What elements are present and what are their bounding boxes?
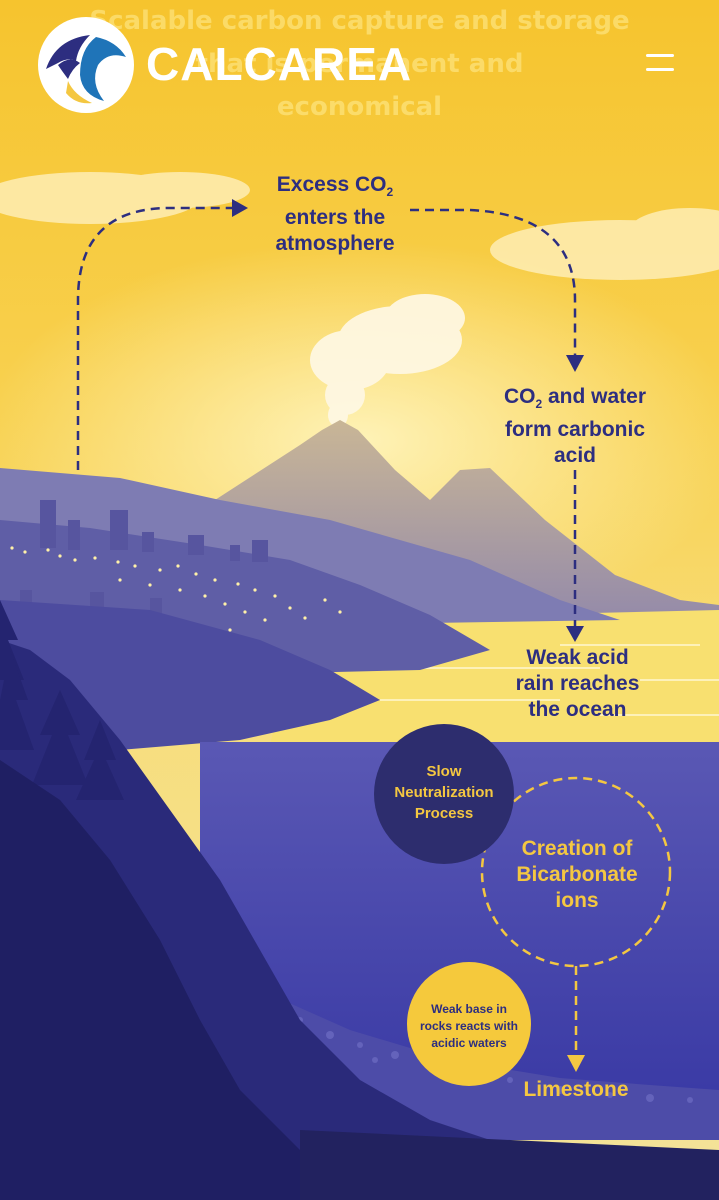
hero-text-line-1: Scalable carbon capture and storage xyxy=(89,6,630,36)
bicarbonate-dashed-circle xyxy=(480,776,672,968)
step-neutralization-line1: Slow xyxy=(426,763,462,780)
step-carbonic-acid-line2: form carbonic xyxy=(504,418,646,442)
bottom-band xyxy=(300,1130,719,1200)
step-bicarbonate: Creation of Bicarbonate ions xyxy=(486,836,668,914)
step-neutralization-line3: Process xyxy=(414,805,474,822)
weak-base-circle xyxy=(407,962,531,1086)
arrowhead-limestone xyxy=(567,1055,585,1072)
step-excess-co2: Excess CO2 enters the atmosphere xyxy=(240,172,430,257)
cycle-arrows xyxy=(76,206,577,630)
step-excess-co2-line1: Excess CO2 xyxy=(276,173,394,200)
brand-name[interactable]: CALCAREA xyxy=(146,38,413,90)
step-excess-co2-line2: enters the xyxy=(284,206,386,230)
step-excess-co2-line3: atmosphere xyxy=(275,232,395,256)
hamburger-menu-icon[interactable] xyxy=(640,48,680,80)
rock-texture xyxy=(297,1017,693,1103)
step-acid-rain-line2: rain reaches xyxy=(515,672,640,695)
volcano-smoke xyxy=(310,294,465,427)
step-bicarbonate-line1: Creation of xyxy=(521,837,633,860)
step-bicarbonate-line3: ions xyxy=(555,889,599,912)
arrowheads-navy xyxy=(232,199,584,642)
step-bicarbonate-line2: Bicarbonate xyxy=(516,863,638,886)
pine-trees xyxy=(0,600,124,800)
step-weak-base-line2: rocks reacts with xyxy=(419,1019,519,1033)
menu-bar-bottom xyxy=(646,68,674,71)
step-acid-rain-line3: the ocean xyxy=(528,698,627,721)
step-neutralization-line2: Neutralization xyxy=(394,784,494,801)
hero-text-line-2: that is permanent and xyxy=(195,49,524,79)
city-lights xyxy=(10,546,342,632)
ocean xyxy=(200,742,719,1100)
arrow-up-left xyxy=(76,206,232,470)
step-carbonic-acid-line1: CO2 and water xyxy=(503,385,647,412)
step-weak-base-line1: Weak base in xyxy=(431,1002,507,1016)
step-carbonic-acid-line3: acid xyxy=(553,444,597,468)
neutralization-circle xyxy=(374,724,514,864)
foreground-dark xyxy=(0,760,360,1200)
menu-bar-top xyxy=(646,54,674,57)
step-neutralization: Slow Neutralization Process xyxy=(374,761,514,824)
calcarea-logo-icon[interactable] xyxy=(38,17,134,113)
step-acid-rain-line1: Weak acid xyxy=(526,646,629,669)
hero-text-line-3: economical xyxy=(276,92,443,122)
step-weak-base-line3: acidic waters xyxy=(431,1036,507,1050)
step-limestone-line1: Limestone xyxy=(523,1078,629,1101)
ocean-shimmer xyxy=(380,644,719,716)
step-carbonic-acid: CO2 and water form carbonic acid xyxy=(480,384,670,469)
step-acid-rain: Weak acid rain reaches the ocean xyxy=(480,645,675,723)
logo-mark xyxy=(46,35,126,104)
step-weak-base: Weak base in rocks reacts with acidic wa… xyxy=(410,1001,528,1052)
step-limestone: Limestone xyxy=(500,1077,652,1103)
